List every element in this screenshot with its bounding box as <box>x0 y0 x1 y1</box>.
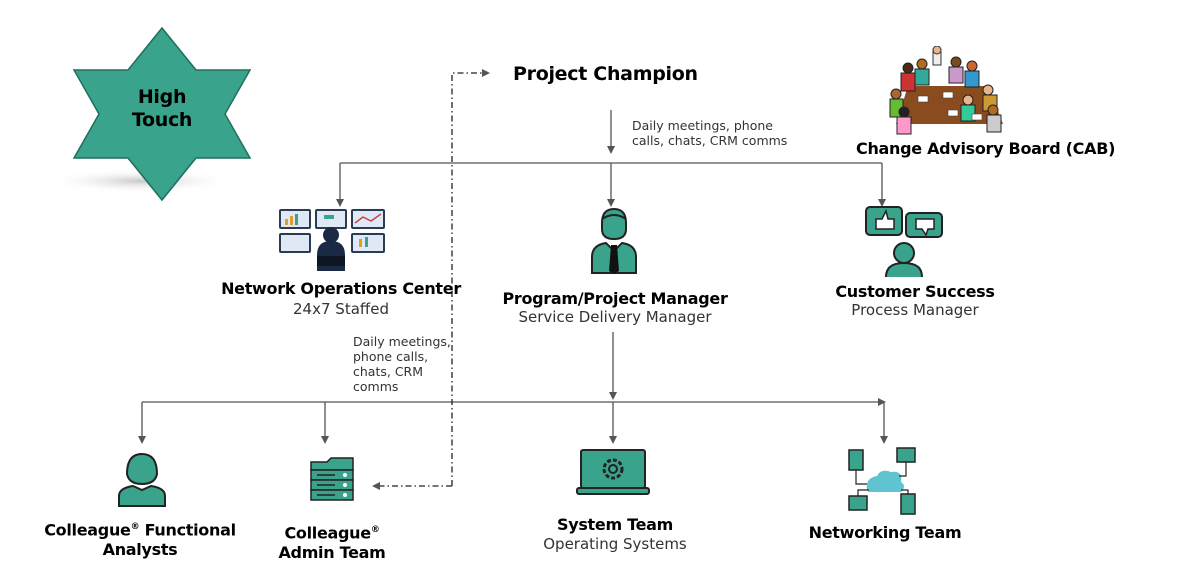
admin-title-part1: Colleague <box>284 523 371 543</box>
meeting-illustration <box>888 45 1006 136</box>
pm-subtitle: Service Delivery Manager <box>518 308 712 326</box>
customer-feedback-icon <box>862 205 946 278</box>
note-top-line2: calls, chats, CRM comms <box>632 133 788 148</box>
manager-icon <box>590 207 638 275</box>
note-top-line1: Daily meetings, phone <box>632 118 773 133</box>
laptop-gear-icon <box>575 448 651 496</box>
escalation-dashdot-line <box>451 69 490 486</box>
analysts-title-part2: Functional <box>139 520 237 540</box>
champion-title: Project Champion <box>513 63 698 85</box>
cab-title: Change Advisory Board (CAB) <box>856 139 1116 158</box>
server-rack-icon <box>309 456 369 502</box>
note-mid-line1: Daily meetings, <box>353 334 451 349</box>
admin-title-line2: Admin Team <box>278 543 386 563</box>
analysts-title: Colleague® Functional Analysts <box>40 517 240 560</box>
system-subtitle: Operating Systems <box>543 535 687 553</box>
note-mid-line2: phone calls, <box>353 349 429 364</box>
high-touch-badge: High Touch <box>30 26 270 206</box>
cs-subtitle: Process Manager <box>851 301 979 319</box>
badge-label: High Touch <box>122 86 202 132</box>
system-title: System Team <box>556 515 674 534</box>
admin-reg-mark: ® <box>370 525 380 535</box>
noc-subtitle: 24x7 Staffed <box>293 300 389 318</box>
noc-monitors-icon <box>279 209 387 271</box>
noc-title: Network Operations Center <box>221 279 461 298</box>
network-cloud-icon <box>847 446 919 518</box>
comms-note-top: Daily meetings, phone calls, chats, CRM … <box>632 118 787 148</box>
note-mid-line4: comms <box>353 379 399 394</box>
analysts-title-line2: Analysts <box>102 540 178 560</box>
badge-line2: Touch <box>131 109 193 131</box>
analysts-reg-mark: ® <box>130 522 140 532</box>
star-badge <box>45 26 252 202</box>
networking-title: Networking Team <box>808 523 962 542</box>
comms-note-mid: Daily meetings, phone calls, chats, CRM … <box>353 334 451 394</box>
analysts-title-part1: Colleague <box>44 520 131 540</box>
pm-title: Program/Project Manager <box>502 289 728 308</box>
admin-title: Colleague® Admin Team <box>262 520 402 563</box>
badge-line1: High <box>137 86 187 108</box>
analyst-icon <box>117 452 167 508</box>
cs-title: Customer Success <box>835 282 995 301</box>
note-mid-line3: chats, CRM <box>353 364 424 379</box>
